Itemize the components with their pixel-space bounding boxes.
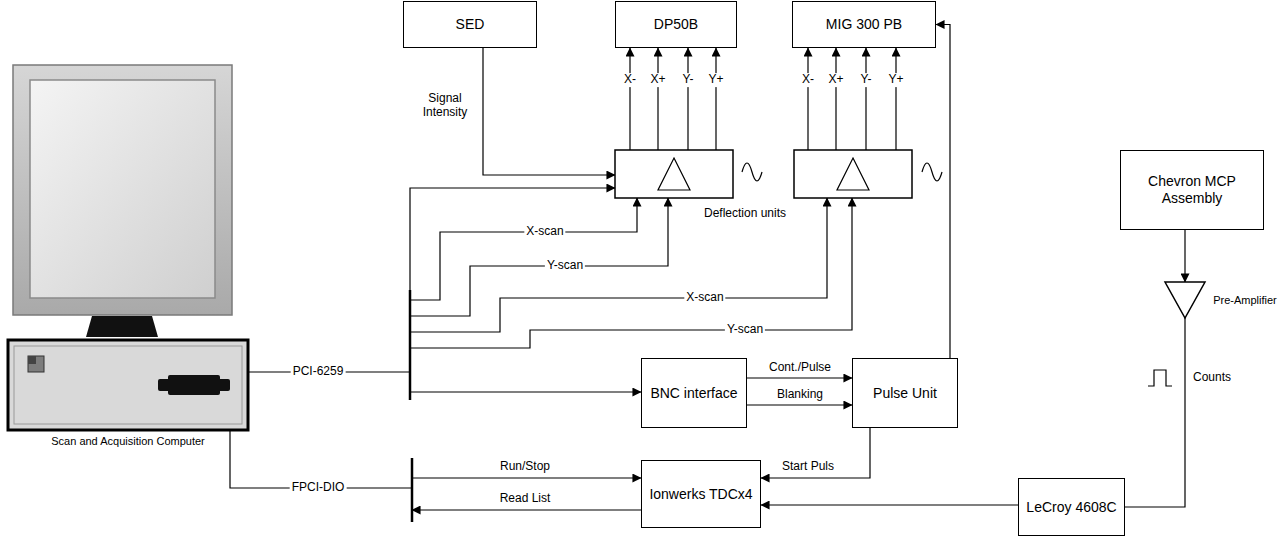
signal-label: Run/Stop	[500, 460, 550, 474]
box-label: MIG 300 PB	[826, 16, 902, 33]
process-box: Ionwerks TDCx4	[641, 460, 761, 528]
pin-label: Y+	[706, 73, 725, 87]
box-label: BNC interface	[650, 385, 737, 402]
pulse-symbol	[1148, 370, 1172, 386]
signal-label: Read List	[500, 492, 551, 506]
signal-label: X-scan	[524, 225, 565, 239]
group-label: Deflection units	[704, 207, 786, 221]
process-box: Pulse Unit	[852, 358, 958, 428]
detector-box: Chevron MCP Assembly	[1120, 150, 1264, 230]
signal-connector	[936, 25, 950, 359]
signal-connector	[747, 377, 852, 378]
box-label: DP50B	[654, 16, 698, 33]
deflection-unit	[615, 150, 733, 198]
signal-label: Signal Intensity	[413, 92, 477, 120]
connector-label: Start Puls	[780, 460, 836, 474]
sine-symbol	[742, 163, 762, 181]
signal-label: X-scan	[684, 291, 725, 305]
signal-label: Counts	[1193, 371, 1231, 385]
detector-box: SED	[403, 1, 537, 48]
pci-bus	[409, 290, 412, 400]
pin-label: Y-	[681, 73, 696, 87]
box-label: Chevron MCP Assembly	[1121, 173, 1263, 207]
connector-layer	[747, 25, 1018, 506]
device-label: Pre-Amplifier	[1213, 294, 1277, 307]
pin-label: X+	[826, 73, 845, 87]
bus-label: FPCI-DIO	[290, 481, 347, 495]
computer-illustration	[8, 65, 248, 430]
device-box: MIG 300 PB	[792, 1, 936, 48]
box-label: SED	[456, 16, 485, 33]
deflection-unit	[794, 150, 912, 198]
signal-connector	[761, 428, 870, 478]
device-box: DP50B	[615, 1, 737, 48]
detector-wire	[1112, 230, 1185, 507]
pin-label: Y-	[859, 73, 874, 87]
device-label: Scan and Acquisition Computer	[51, 435, 204, 448]
pin-label: X+	[648, 73, 667, 87]
pin-label: X-	[800, 73, 816, 87]
signal-label: Y-scan	[545, 259, 585, 273]
box-label: Pulse Unit	[873, 385, 937, 402]
box-label: LeCroy 4608C	[1026, 499, 1116, 516]
deflection-outputs	[630, 48, 896, 150]
signal-connector	[747, 404, 852, 405]
box-label: Ionwerks TDCx4	[649, 486, 752, 503]
sine-symbol	[922, 163, 942, 181]
dio-cable	[230, 430, 412, 488]
signal-connector	[761, 504, 1018, 505]
process-box: LeCroy 4608C	[1018, 478, 1125, 536]
signal-label: Y-scan	[725, 323, 765, 337]
amplifier-symbol	[1165, 282, 1205, 318]
pin-label: X-	[622, 73, 638, 87]
dio-bus	[411, 458, 414, 522]
connector-label: Blanking	[775, 388, 825, 402]
pin-label: Y+	[886, 73, 905, 87]
connector-label: Cont./Pulse	[767, 361, 833, 375]
interface-box: BNC interface	[641, 358, 747, 428]
bus-label: PCI-6259	[291, 365, 346, 379]
scan-wires	[410, 48, 852, 510]
